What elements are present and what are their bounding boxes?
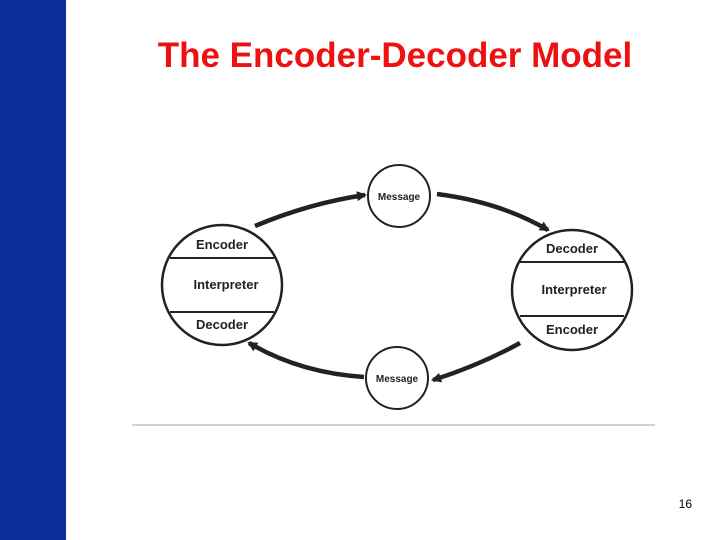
left-node-decoder-label: Decoder [196,317,248,332]
page-number: 16 [678,497,692,511]
arrow-bottom-message-to-left [247,341,365,380]
arrow-top-message-to-right [436,191,550,232]
bottom-message-label: Message [376,374,419,385]
side-bar [0,0,66,540]
left-node-encoder-label: Encoder [196,237,248,252]
top-message-node: Message [367,164,431,228]
arrow-left-to-top-message [254,191,367,229]
left-node: Encoder Interpreter Decoder [160,223,284,347]
right-node: Decoder Interpreter Encoder [510,228,634,352]
top-message-label: Message [378,192,421,203]
right-node-decoder-label: Decoder [546,241,598,256]
slide-title: The Encoder-Decoder Model [157,36,633,75]
arrow-right-to-bottom-message [431,341,522,383]
left-node-interpreter-label: Interpreter [193,277,258,292]
right-node-interpreter-label: Interpreter [541,282,606,297]
right-node-encoder-label: Encoder [546,322,598,337]
bottom-message-node: Message [365,346,429,410]
